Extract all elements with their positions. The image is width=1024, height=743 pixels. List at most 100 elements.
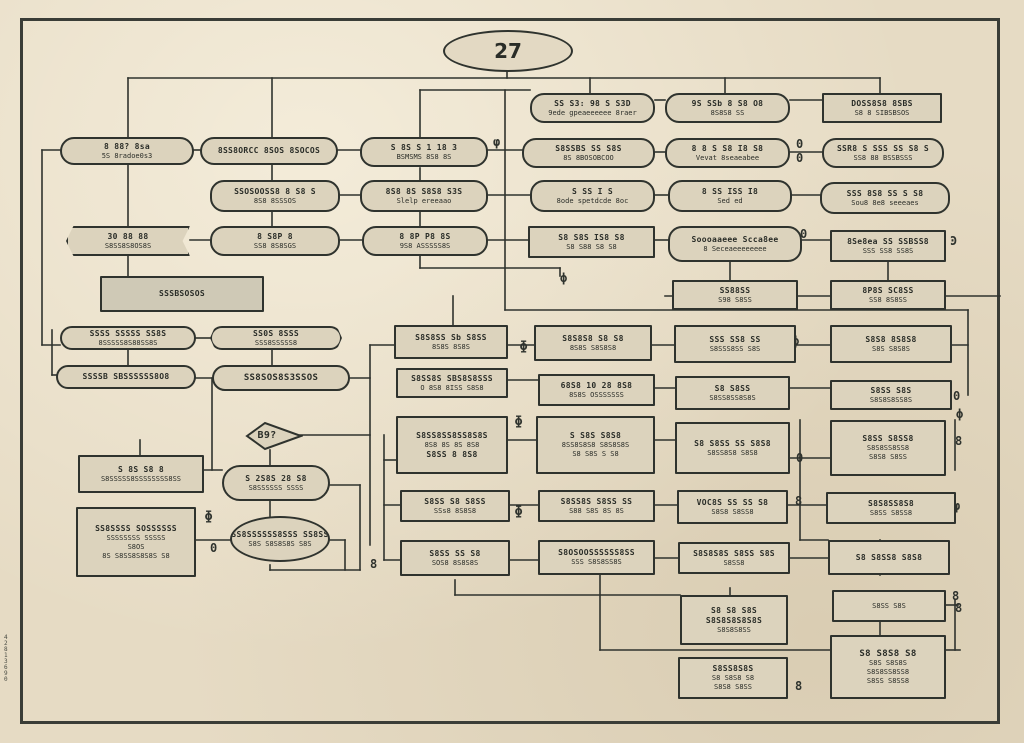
flow-node: SSR8 S SSS SS S8 S SS8 88 BSSBSSS [822, 138, 944, 168]
flow-node: S 8S S8 8 S8SSSSS8SSSSSSSS8SS [78, 455, 204, 493]
node-label: S8SS S8SS8 [862, 434, 914, 443]
flow-node: S8 S8SS8 S8S8 [828, 540, 950, 575]
node-label: VOC8S SS SS S8 [696, 497, 769, 507]
node-label: S8 S8SS [714, 383, 751, 393]
node-sublabel: 9ede gpeaeeeeee 8raer [548, 108, 637, 117]
node-sublabel: 8SS8S8S8 S8S8S8S [561, 441, 630, 449]
node-label: 8 8 S S8 I8 S8 [691, 143, 764, 153]
node-sublabel: S88 S8S 8S 8S [569, 506, 624, 515]
node-label: SS8SSSSSS8SSS SS8SS [231, 529, 329, 539]
node-label: SSR8 S SSS SS S8 S [836, 143, 930, 153]
flow-node: S8SS S8S S8S8S8SS8S [830, 380, 952, 410]
node-sublabel: S8S8S8SS8S [869, 395, 913, 404]
decision-diamond-shape [245, 421, 303, 451]
node-label: SSS 8S8 SS S S8 [846, 188, 924, 198]
flow-node: S8 S8S IS8 S8 S8 S88 S8 S8 [528, 226, 655, 258]
flow-node: SS0S 8SSS SSS8SSSSS8 [210, 326, 342, 350]
node-sublabel: S8 S8S8 S8 [711, 674, 755, 682]
node-label: S 8S S8 8 [117, 464, 165, 474]
node-label: 30 88 88 [107, 231, 149, 241]
node-sublabel: S8SS8 [723, 558, 745, 567]
connector-mark: φ [953, 499, 960, 513]
flow-node: S S8S S8S8 8SS8S8S8 S8S8S8S S8 S8S S S8 [536, 416, 655, 474]
node-label: S8S8 8S8S8 [865, 334, 917, 344]
node-sublabel: S8SS8S8 S8S8 [707, 448, 758, 457]
flow-node: 8Se8ea SS SSBSS8 SSS SS8 SS8S [830, 230, 946, 262]
node-label: S8SS S8 S8SS [424, 496, 486, 506]
node-sublabel: SSSSSSSS SSSSS [106, 533, 166, 542]
node-sublabel: 8S S8SS8S8S8S S8 [102, 551, 170, 560]
node-label: S8S8S8 S8 S8 [562, 333, 624, 343]
connector-mark: φ [493, 135, 500, 149]
connector-mark: Ͽ [950, 234, 957, 248]
decision-node: B9? [245, 421, 303, 451]
node-label: S 8S S 1 18 3 [390, 142, 458, 152]
flow-node: S8S8SS8S8 S8SS S8SS8 [826, 492, 956, 524]
node-label: SS8SOS8S3SSOS [243, 373, 319, 383]
node-sublabel: S8S8 S8SS [869, 453, 907, 461]
node-label: S8S8S8S8S8S [705, 615, 763, 625]
node-sublabel: SSS SS8 SS8S [862, 246, 914, 255]
diagram-frame [20, 18, 1000, 724]
flow-node: S8SSBS SS S8S 8S 8BOSOBCOO [522, 138, 655, 168]
flow-node: SSS SS8 SS S8SSS8SS S8S [674, 325, 796, 363]
flow-node: Soooaaeee Scca8ee 8 Seceaeeeeeeee [668, 226, 802, 262]
node-sublabel: 8S8 8S 8S 8S8 [424, 440, 480, 449]
flow-node: S8SS S8S [832, 590, 946, 622]
diagram-title: 27 [494, 39, 522, 63]
flow-node: 8 SS ISS I8 Sed ed [668, 180, 792, 212]
node-sublabel: S8SS S8SS8 [869, 508, 913, 517]
node-label: 8 8P P8 8S [399, 231, 451, 241]
flow-node: S8SS8S8S S8 S8S8 S8 S8S8 S8SS [678, 657, 788, 699]
node-label: S8 S8S IS8 S8 [558, 232, 625, 242]
node-sublabel: SSs8 8S8S8 [433, 506, 477, 515]
flow-node: SS8SSSS SOSSSSSS SSSSSSSS SSSSS S8OS 8S … [76, 507, 196, 577]
node-label: 68S8 10 28 8S8 [560, 380, 633, 390]
flow-node: 8P8S SC8SS SS8 8S8SS [830, 280, 946, 310]
node-sublabel: Sed ed [717, 196, 743, 205]
flow-node: S 8S S 1 18 3 BSMSMS 8S8 8S [360, 137, 488, 167]
node-sublabel: S8SSSSS8SSSSSSSS8SS [100, 474, 182, 483]
node-sublabel: 8S 8BOSOBCOO [563, 153, 614, 162]
flow-node: SSOSOOSS8 8 S8 S 8S8 8SSSOS [210, 180, 340, 212]
flow-node: 8 8P P8 8S 9S8 ASSSSS8S [362, 226, 488, 256]
flow-node: S8 S8S8 S8 S8S S8S8S S8S8SS8SS8 S8SS S8S… [830, 635, 946, 699]
flow-node: SSS 8S8 SS S S8 Sou8 8e8 seeeaes [820, 182, 950, 214]
node-sublabel: S8SS S8SS8 [866, 676, 910, 685]
connector-mark: 0 [800, 227, 807, 241]
node-sublabel: S8S8 S8SS [714, 683, 752, 691]
flow-node: SS8SSSSSS8SSS SS8SS S8S S8S8S8S S8S [230, 516, 330, 562]
node-label: SSS SS8 SS [709, 334, 761, 344]
node-label: SS S3: 98 S S3D [554, 98, 631, 108]
node-sublabel: Slelp ereeaao [396, 196, 452, 205]
node-label: S8S8SS8S8 [867, 498, 915, 508]
node-sublabel: 8 Seceaeeeeeeee [703, 244, 767, 253]
node-sublabel: BSMSMS 8S8 8S [396, 152, 452, 161]
node-label: SSSS SSSSS SS8S [89, 328, 167, 338]
connector-mark: ɸ [520, 339, 528, 353]
node-sublabel: SSS8SSSSS8 [254, 338, 298, 347]
node-sublabel: 8S8S S8S8S8 [569, 343, 617, 352]
connector-mark: ϕ [956, 407, 963, 421]
node-sublabel: S8S S8S8S [869, 658, 907, 667]
connector-mark: 8 [795, 494, 802, 508]
node-sublabel: S8 8 SIBSBSOS [854, 108, 910, 117]
connector-mark: 8 [795, 679, 802, 693]
node-sublabel: SS8 8S8SS [869, 295, 907, 304]
node-label: S8SS8S SBS8S8SSS [411, 373, 493, 383]
node-sublabel: S8OS [127, 542, 145, 551]
flow-node: S8SS S8 S8SS SSs8 8S8S8 [400, 490, 510, 522]
flow-node: 8SS8ORCC 8SOS 8SOCOS [200, 137, 338, 165]
node-sublabel: S98 S8SS [718, 295, 752, 304]
node-label: B9? [257, 430, 277, 441]
flow-node: SSSSB SBSSSSSS8O8 [56, 365, 196, 389]
connector-mark: 8 [370, 557, 377, 571]
flow-node: S8S8S8 S8 S8 8S8S S8S8S8 [534, 325, 652, 361]
flow-node: SS S3: 98 S S3D 9ede gpeaeeeeee 8raer [530, 93, 655, 123]
title-node: 27 [443, 30, 573, 72]
flow-node: S8 S8 S8S S8S8S8S8S8S S8S8S8SS [680, 595, 788, 645]
flow-node: S8S8S8S S8SS S8S S8SS8 [678, 542, 790, 574]
node-label: 8 S8P 8 [257, 231, 293, 241]
flow-node: S8SS8S S8SS SS S88 S8S 8S 8S [538, 490, 655, 522]
